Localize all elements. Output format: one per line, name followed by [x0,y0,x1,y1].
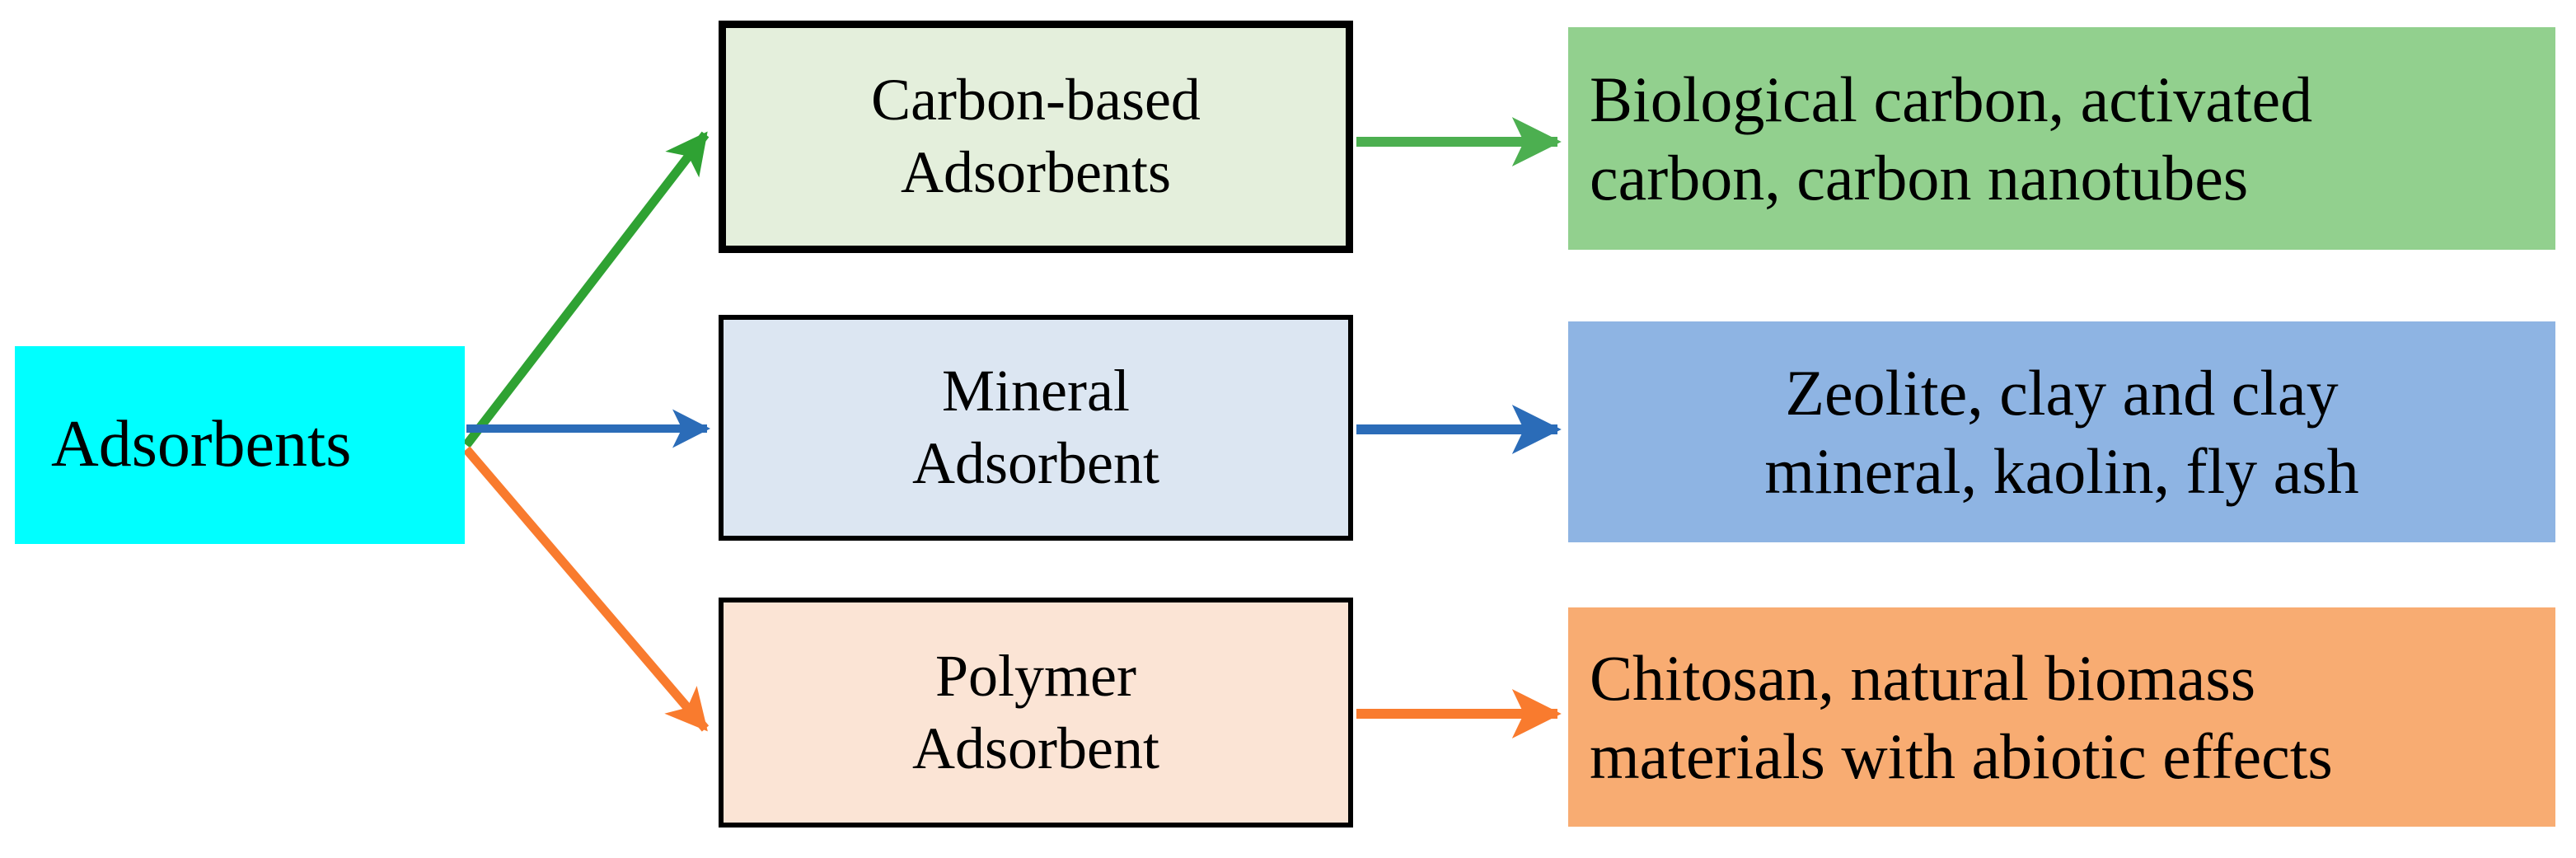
arrow-root-to-polymer [462,446,710,732]
arrow-root-to-carbon [462,131,710,448]
node-polymer-examples-label: Chitosan, natural biomass materials with… [1590,641,2333,792]
node-adsorbents-root[interactable]: Adsorbents [15,346,465,544]
node-polymer-adsorbent-label: Polymer Adsorbent [912,642,1159,781]
node-polymer-adsorbent[interactable]: Polymer Adsorbent [719,598,1353,828]
node-mineral-examples-label: Zeolite, clay and clay mineral, kaolin, … [1764,356,2359,507]
node-polymer-examples[interactable]: Chitosan, natural biomass materials with… [1568,607,2555,827]
node-adsorbents-root-label: Adsorbents [51,408,352,481]
node-carbon-examples[interactable]: Biological carbon, activated carbon, car… [1568,27,2555,250]
node-carbon-based-adsorbents-label: Carbon-based Adsorbents [871,67,1201,205]
node-mineral-adsorbent-label: Mineral Adsorbent [912,358,1159,496]
node-carbon-examples-label: Biological carbon, activated carbon, car… [1590,63,2313,213]
node-carbon-based-adsorbents[interactable]: Carbon-based Adsorbents [719,21,1353,253]
node-mineral-examples[interactable]: Zeolite, clay and clay mineral, kaolin, … [1568,321,2555,542]
node-mineral-adsorbent[interactable]: Mineral Adsorbent [719,315,1353,541]
